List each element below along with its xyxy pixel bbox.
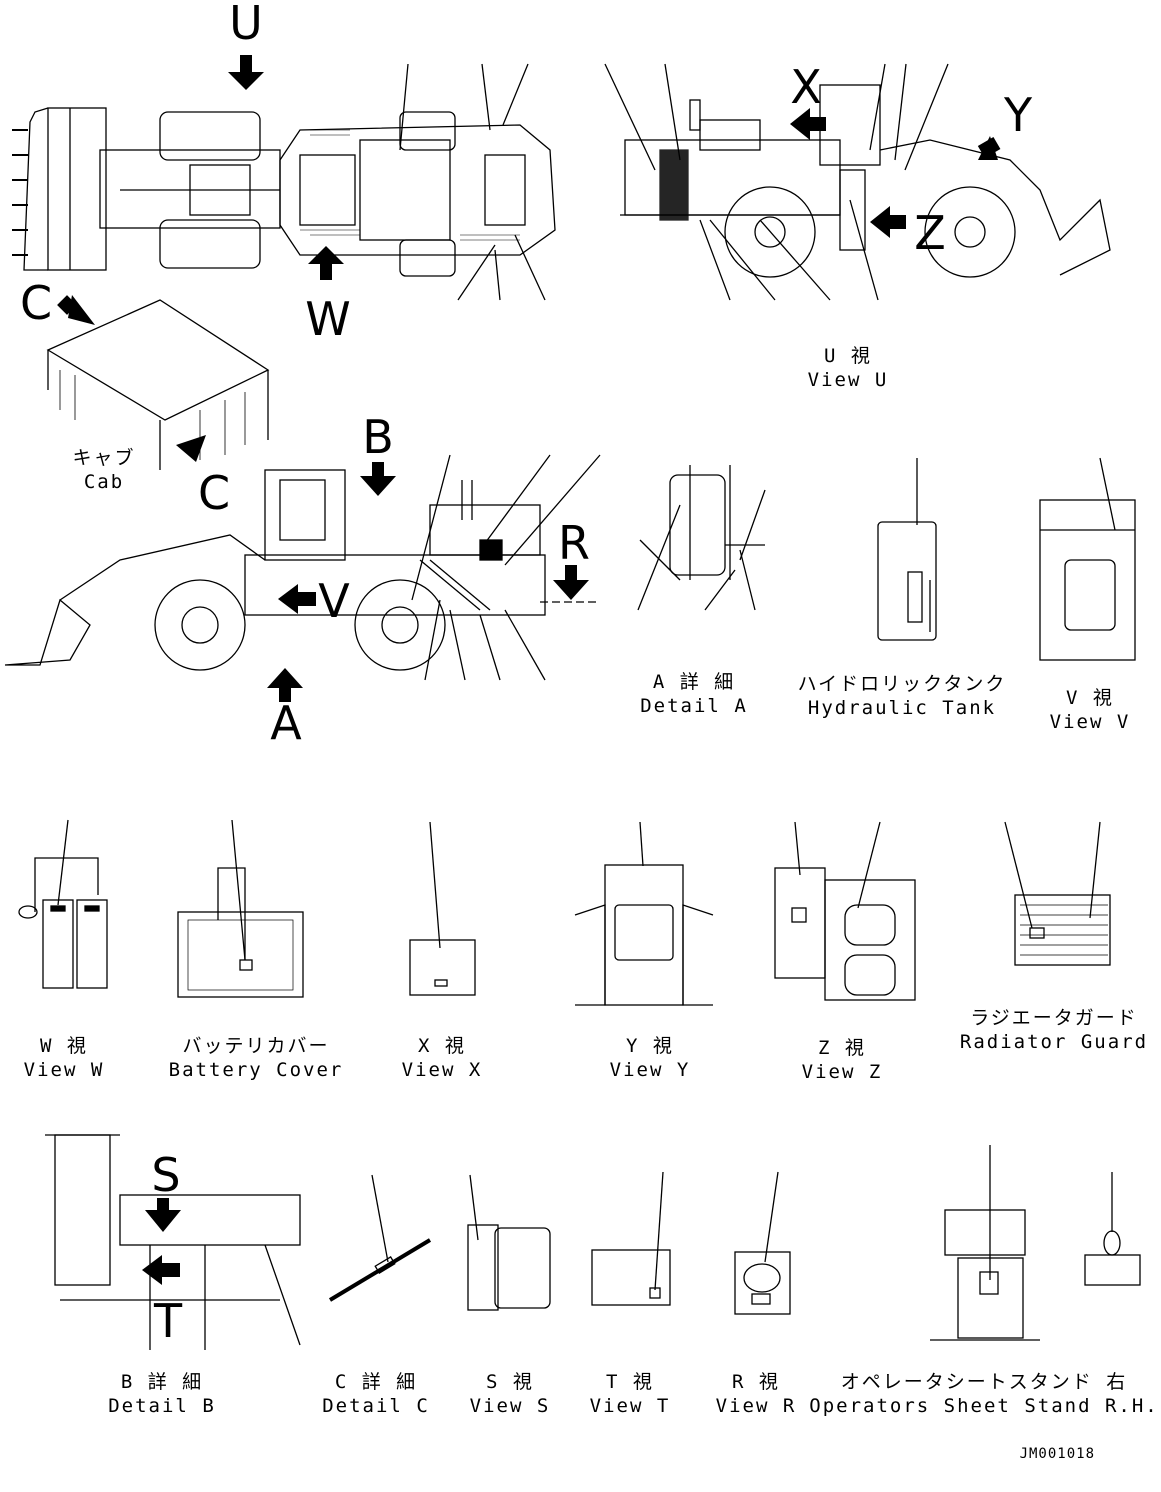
caption-view-u-en: View U: [807, 369, 889, 391]
caption-view-w-jp: W 視: [40, 1035, 88, 1057]
caption-detail-b: B 詳 細 Detail B: [108, 1370, 216, 1418]
caption-view-x-en: View X: [401, 1059, 483, 1081]
caption-view-s-jp: S 視: [486, 1371, 534, 1393]
caption-detail-a: A 詳 細 Detail A: [640, 670, 748, 718]
caption-cab-en: Cab: [83, 471, 125, 493]
detail-a-drawing: [637, 465, 766, 611]
view-arrows-detail-b: [142, 1198, 181, 1285]
loader-side-view-main: [4, 454, 601, 681]
detail-c-drawing: [328, 1174, 432, 1302]
caption-view-r: R 視 View R: [716, 1370, 797, 1418]
caption-operators-seat-stand-en: Operators Sheet Stand R.H.: [809, 1395, 1159, 1417]
caption-hydraulic-tank-en: Hydraulic Tank: [807, 697, 997, 719]
caption-view-x-jp: X 視: [418, 1035, 466, 1057]
view-s-drawing: [467, 1174, 551, 1311]
view-t-drawing: [591, 1171, 671, 1306]
caption-view-z: Z 視 View Z: [802, 1036, 883, 1084]
view-z-drawing: [774, 821, 916, 1001]
letter-c-side: C: [197, 466, 231, 520]
caption-detail-c-en: Detail C: [322, 1395, 430, 1417]
caption-view-y: Y 視 View Y: [610, 1034, 691, 1082]
letter-a: A: [270, 696, 302, 750]
caption-view-v: V 視 View V: [1050, 686, 1131, 734]
caption-detail-c: C 詳 細 Detail C: [322, 1370, 430, 1418]
caption-cab-jp: キャブ: [72, 447, 136, 469]
letter-u: U: [229, 0, 263, 50]
caption-view-y-jp: Y 視: [626, 1035, 674, 1057]
drawing-code: JM001018: [1019, 1446, 1095, 1462]
view-v-drawing: [1039, 457, 1136, 661]
caption-battery-cover-jp: バッテリカバー: [182, 1035, 330, 1057]
caption-view-r-jp: R 視: [732, 1371, 780, 1393]
caption-radiator-guard-jp: ラジエータガード: [970, 1007, 1138, 1029]
caption-view-z-jp: Z 視: [818, 1037, 866, 1059]
letter-w: W: [305, 292, 351, 346]
caption-detail-a-en: Detail A: [640, 695, 748, 717]
caption-view-u: U 視 View U: [808, 344, 889, 392]
view-r-drawing: [734, 1171, 791, 1315]
operator-seat-stand-drawing: [930, 1145, 1141, 1341]
caption-view-y-en: View Y: [609, 1059, 691, 1081]
letter-t: T: [153, 1294, 183, 1348]
caption-view-s: S 視 View S: [470, 1370, 551, 1418]
view-y-drawing: [574, 821, 714, 1006]
caption-view-t-en: View T: [589, 1395, 671, 1417]
caption-view-w-en: View W: [23, 1059, 105, 1081]
caption-hydraulic-tank: ハイドロリックタンク Hydraulic Tank: [798, 672, 1007, 720]
caption-view-w: W 視 View W: [24, 1034, 105, 1082]
letter-v: V: [318, 574, 350, 628]
hydraulic-tank-drawing: [877, 458, 937, 641]
caption-view-s-en: View S: [469, 1395, 551, 1417]
radiator-guard-drawing: [1004, 821, 1111, 966]
caption-detail-b-en: Detail B: [108, 1395, 216, 1417]
view-x-drawing: [409, 821, 476, 996]
letter-c-top: C: [19, 276, 53, 330]
view-arrows-u: [790, 108, 1001, 238]
loader-top-view: [12, 63, 556, 301]
view-arrows-cab: [57, 295, 206, 462]
letter-x: X: [790, 60, 822, 114]
caption-view-u-jp: U 視: [824, 345, 872, 367]
letter-b: B: [362, 410, 394, 464]
caption-detail-a-jp: A 詳 細: [652, 671, 736, 693]
caption-radiator-guard-en: Radiator Guard: [959, 1031, 1149, 1053]
caption-cab: キャブ Cab: [72, 446, 135, 494]
caption-hydraulic-tank-jp: ハイドロリックタンク: [797, 673, 1007, 695]
caption-battery-cover: バッテリカバー Battery Cover: [169, 1034, 344, 1082]
letter-y: Y: [1003, 88, 1033, 142]
caption-detail-c-jp: C 詳 細: [334, 1371, 418, 1393]
view-arrows-main: [267, 462, 589, 702]
letter-z: Z: [914, 206, 946, 260]
view-arrows-top: [228, 55, 344, 280]
letter-r: R: [558, 516, 590, 570]
letter-s: S: [151, 1148, 181, 1202]
cab-drawing: [46, 299, 270, 470]
detail-b-drawing: [45, 1134, 301, 1350]
caption-view-r-en: View R: [715, 1395, 797, 1417]
caption-operators-seat-stand-jp: オペレータシートスタンド 右: [840, 1371, 1128, 1393]
caption-view-z-en: View Z: [801, 1061, 883, 1083]
view-w-drawing: [18, 819, 108, 989]
battery-cover-drawing: [177, 819, 304, 998]
caption-view-t: T 視 View T: [590, 1370, 671, 1418]
caption-battery-cover-en: Battery Cover: [168, 1059, 344, 1081]
caption-view-t-jp: T 視: [606, 1371, 654, 1393]
caption-view-v-en: View V: [1049, 711, 1131, 733]
loader-side-view-u: [604, 63, 1111, 301]
caption-view-x: X 視 View X: [402, 1034, 483, 1082]
caption-operators-seat-stand: オペレータシートスタンド 右 Operators Sheet Stand R.H…: [809, 1370, 1158, 1418]
caption-radiator-guard: ラジエータガード Radiator Guard: [960, 1006, 1148, 1054]
caption-detail-b-jp: B 詳 細: [120, 1371, 204, 1393]
caption-view-v-jp: V 視: [1066, 687, 1114, 709]
